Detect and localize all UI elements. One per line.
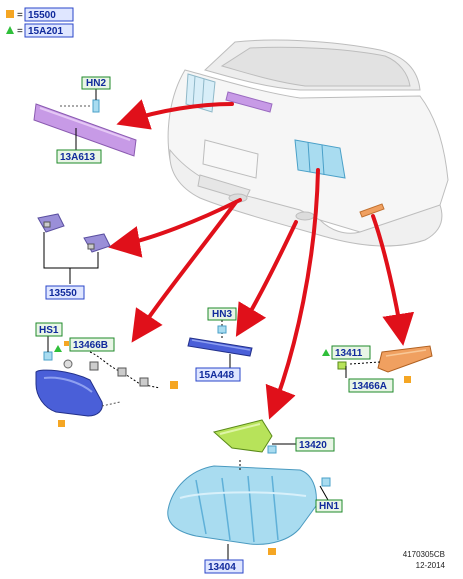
arrow-to-13550 (108, 198, 242, 258)
screw-icon (43, 351, 53, 361)
legend-equals: = (17, 26, 23, 37)
orange-square-icon (268, 548, 276, 555)
label-hn3: HN3 (212, 309, 232, 320)
green-triangle-icon (322, 349, 330, 356)
nut-icon (92, 99, 100, 113)
label-13466a: 13466A (352, 381, 387, 392)
part-13466a (322, 345, 433, 383)
part-15a448 (187, 320, 253, 368)
orange-square-icon (64, 341, 69, 346)
label-hs1: HS1 (39, 325, 59, 336)
orange-square-icon (170, 381, 178, 389)
label-hn2: HN2 (86, 78, 106, 89)
callout-hn3: HN3 (207, 307, 237, 321)
legend-equals: = (17, 10, 23, 21)
callout-13550: 13550 (45, 285, 85, 300)
diagram-code: 4170305CB (402, 550, 445, 559)
callout-13420: 13420 (295, 437, 335, 452)
callout-hn2: HN2 (81, 76, 111, 100)
label-13466b: 13466B (73, 340, 108, 351)
arrow-to-13466a (371, 214, 415, 346)
legend-box-1 (24, 7, 74, 22)
diagram-footer: 4170305CB 12-2014 (403, 549, 445, 571)
callout-hn1: HN1 (315, 499, 343, 513)
callout-hs1: HS1 (35, 322, 63, 352)
arrow-to-13420 (265, 168, 320, 420)
part-13a613 (33, 99, 137, 157)
label-hn1: HN1 (319, 501, 339, 512)
orange-square-icon (6, 10, 14, 18)
legend-code-15a201: 15A201 (28, 26, 63, 37)
arrow-to-13a613 (116, 99, 234, 130)
orange-square-icon (404, 376, 411, 383)
arrow-to-15a448 (235, 220, 298, 337)
bulb-icon (267, 445, 277, 454)
callout-13466b: 13466B (69, 337, 115, 352)
label-13411: 13411 (335, 348, 363, 359)
callout-13466a: 13466A (348, 378, 394, 393)
label-13550: 13550 (49, 288, 77, 299)
nut-icon (217, 325, 227, 334)
part-13550 (37, 213, 111, 284)
callout-15a448: 15A448 (195, 367, 241, 382)
part-13404 (167, 460, 331, 560)
callout-13a613: 13A613 (56, 128, 102, 164)
label-13420: 13420 (299, 440, 327, 451)
legend: = 15500 = 15A201 (6, 7, 74, 38)
part-13420 (212, 419, 296, 454)
diagram-date: 12-2014 (415, 561, 445, 570)
legend-code-15500: 15500 (28, 10, 56, 21)
label-13404: 13404 (208, 562, 236, 573)
callout-13404: 13404 (204, 559, 244, 574)
green-triangle-icon (54, 345, 62, 352)
car-rear-illustration (167, 39, 449, 247)
callout-13411: 13411 (331, 345, 371, 360)
label-13a613: 13A613 (60, 152, 95, 163)
green-triangle-icon (6, 26, 14, 34)
orange-square-icon (58, 420, 65, 427)
pointer-arrows (108, 99, 415, 420)
arrow-to-13466b (131, 200, 238, 343)
legend-box-2 (24, 23, 74, 38)
label-15a448: 15A448 (199, 370, 234, 381)
nut-icon (321, 477, 331, 487)
part-13466b (35, 341, 178, 427)
